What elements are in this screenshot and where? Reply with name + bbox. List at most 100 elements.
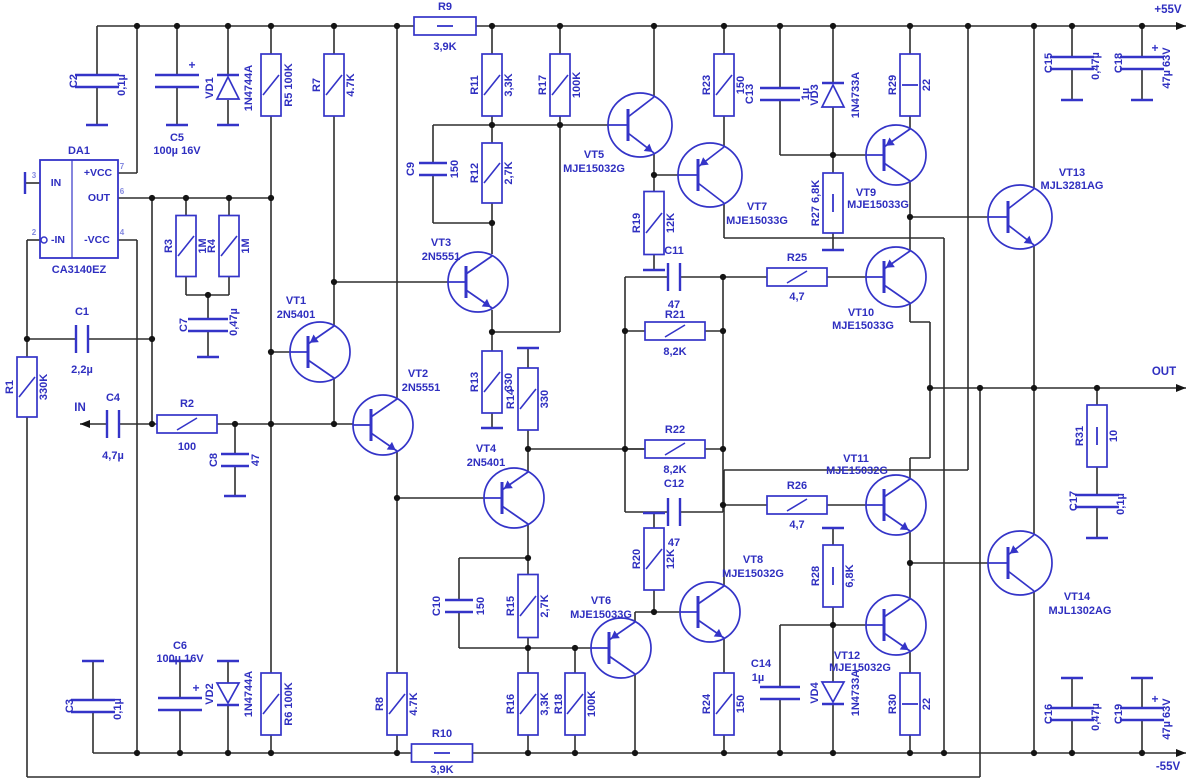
label: R17 — [537, 75, 549, 95]
junction-dot — [719, 501, 727, 509]
emitter-arrow — [1023, 235, 1033, 244]
resistor-mark — [519, 595, 537, 617]
resistor-mark — [262, 693, 280, 715]
label: R2 — [180, 398, 194, 410]
resistor-mark — [664, 324, 686, 338]
label: 150 — [475, 597, 487, 615]
junction-dot — [225, 194, 233, 202]
label: R31 — [1074, 426, 1086, 446]
junction-dot — [720, 749, 728, 757]
polarity-plus: + — [192, 681, 199, 695]
label: R15 — [505, 596, 517, 616]
power-label: +55V — [1154, 4, 1182, 16]
inverting-input-circle — [40, 236, 48, 244]
junction-dots — [23, 22, 1146, 757]
label: R22 — [665, 424, 685, 436]
label: R27 6,8K — [810, 180, 822, 227]
junction-dot — [1138, 749, 1146, 757]
label: 4,7µ — [102, 450, 124, 462]
label: 1µ — [800, 88, 812, 100]
label: R6 100K — [283, 682, 295, 725]
label: 150 — [449, 160, 461, 178]
resistor-mark — [483, 162, 501, 184]
label: VT1 — [286, 295, 306, 307]
label: C16 — [1043, 704, 1055, 724]
transistor-lower-lead — [608, 655, 636, 675]
label: R20 — [631, 549, 643, 569]
junction-dot — [829, 151, 837, 159]
label: 2N5401 — [467, 457, 506, 469]
label: 1N4733A — [850, 670, 862, 717]
resistor-mark — [177, 235, 195, 257]
label: R10 — [432, 728, 452, 740]
resistor-mark — [519, 693, 537, 715]
pin-number: 7 — [120, 162, 125, 171]
polarity-plus: + — [1151, 692, 1158, 706]
resistor-mark — [786, 270, 808, 284]
label: C15 — [1043, 53, 1055, 73]
junction-dot — [267, 749, 275, 757]
label: 3,3K — [539, 692, 551, 715]
junction-dot — [148, 194, 156, 202]
junction-dot — [224, 22, 232, 30]
power-label: -55V — [1156, 761, 1181, 773]
label: 1N4744A — [243, 65, 255, 112]
label: 3,3K — [503, 73, 515, 96]
emitter-arrow — [1009, 545, 1019, 554]
pin-number: 6 — [120, 187, 125, 196]
label: R18 — [553, 694, 565, 714]
label: C7 — [178, 318, 190, 332]
label: 12K — [665, 549, 677, 569]
label: VT6 — [591, 595, 611, 607]
label: 150 — [735, 76, 747, 94]
junction-dot — [719, 273, 727, 281]
ic-body — [39, 159, 119, 259]
junction-dot — [829, 621, 837, 629]
junction-dot — [173, 22, 181, 30]
label: VT3 — [431, 237, 451, 249]
junction-dot — [1030, 384, 1038, 392]
junction-dot — [1068, 22, 1076, 30]
label: 150 — [735, 695, 747, 713]
label: 2N5551 — [422, 251, 461, 263]
label: R23 — [701, 75, 713, 95]
emitter-arrow — [699, 157, 709, 166]
junction-dot — [720, 22, 728, 30]
junction-dot — [488, 22, 496, 30]
zener-triangle — [820, 681, 846, 704]
label: 1µ — [752, 672, 764, 684]
label: VT8 — [743, 554, 763, 566]
label: VT14 — [1064, 591, 1091, 603]
label: C6 — [173, 640, 187, 652]
junction-dot — [906, 559, 914, 567]
junction-dot — [488, 219, 496, 227]
junction-dot — [926, 384, 934, 392]
label: R4 — [206, 238, 218, 253]
label: MJE15032G — [826, 465, 888, 477]
junction-dot — [1030, 749, 1038, 757]
label: VT2 — [408, 368, 428, 380]
resistor-mark — [786, 498, 808, 512]
label: C18 — [1113, 53, 1125, 73]
label: 100 — [178, 441, 196, 453]
label: VT11 — [843, 453, 869, 465]
junction-dot — [148, 335, 156, 343]
emitter-arrow — [899, 641, 909, 651]
label: VT7 — [747, 201, 767, 213]
